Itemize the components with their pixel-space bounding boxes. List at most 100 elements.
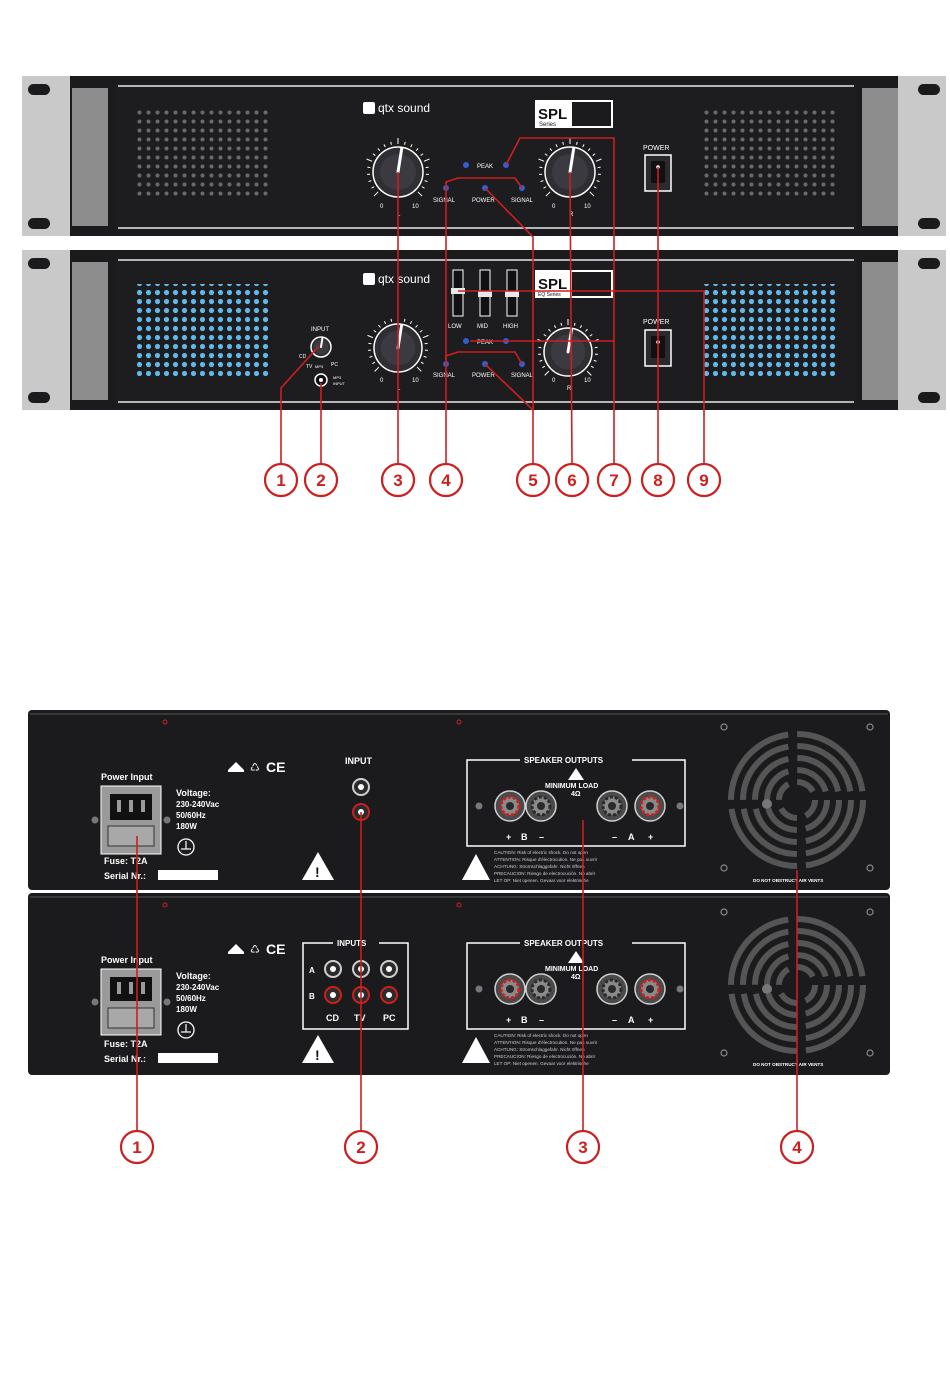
caution-text: LET OP: Niet openen. Gevaar voor elektri… (494, 1061, 589, 1066)
callout-3: 3 (380, 462, 416, 498)
callout-4: 4 (779, 1129, 815, 1165)
input-selector-knob[interactable] (310, 336, 332, 358)
voltage-label: Voltage: (176, 971, 211, 981)
svg-text:7: 7 (609, 471, 618, 490)
rack-hole (28, 218, 50, 229)
peak-led-icon (463, 162, 469, 168)
ce-mark: CE (266, 941, 285, 957)
svg-text:3: 3 (393, 471, 402, 490)
handle-right (862, 88, 898, 226)
svg-text:1: 1 (276, 471, 285, 490)
power-switch-label: POWER (643, 145, 669, 152)
caution-text: ACHTUNG: Stromschlaggefahr. Nicht öffnen (494, 1047, 585, 1052)
scale-min: 0 (380, 378, 384, 384)
serial-label: Serial Nr.: (104, 1054, 146, 1064)
warning-triangle-icon (302, 852, 334, 880)
eq-slider-high[interactable] (505, 269, 519, 317)
rack-hole (28, 392, 50, 403)
signal-label: SIGNAL (511, 198, 534, 204)
callout-9: 9 (686, 462, 722, 498)
recycle-house-icon (228, 762, 244, 772)
callout-4: 4 (428, 462, 464, 498)
ground-icon (177, 1021, 195, 1039)
vent-right (702, 110, 837, 200)
svg-text:2: 2 (316, 471, 325, 490)
warning-triangle-icon (302, 1035, 334, 1063)
handle-right (862, 262, 898, 400)
speaker-outputs-label: SPEAKER OUTPUTS (524, 756, 604, 765)
eq-slider-mid[interactable] (478, 269, 492, 317)
terminal-plus: + (648, 1015, 653, 1025)
terminal-minus: – (612, 1015, 617, 1025)
fuse-holder-icon[interactable] (107, 1007, 155, 1029)
terminal-a: A (628, 832, 635, 842)
channel-label-l: L (397, 386, 401, 392)
callout-1: 1 (263, 462, 299, 498)
serial-field (158, 870, 218, 880)
fuse-holder-icon[interactable] (107, 825, 155, 847)
scale-min: 0 (552, 378, 556, 384)
rack-hole (28, 84, 50, 95)
rack-hole (918, 218, 940, 229)
caution-text: ACHTUNG: Stromschlaggefahr. Nicht öffnen (494, 864, 585, 869)
handle-left (72, 262, 108, 400)
minimum-load-label: MINIMUM LOAD (545, 966, 598, 973)
rack-ear-left (22, 76, 70, 236)
svg-text:1: 1 (132, 1138, 141, 1157)
voltage-value: 230-240Vac (176, 983, 220, 992)
callout-3: 3 (565, 1129, 601, 1165)
front-callouts: 1 2 3 4 5 6 7 8 9 (263, 462, 722, 498)
voltage-label: Voltage: (176, 788, 211, 798)
svg-text:9: 9 (699, 471, 708, 490)
serial-label: Serial Nr.: (104, 871, 146, 881)
ohms-label: 4Ω (571, 791, 581, 798)
brand-logo: qtx sound (378, 272, 430, 286)
scale-max: 10 (412, 378, 419, 384)
scale-min: 0 (552, 204, 556, 210)
callout-1: 1 (119, 1129, 155, 1165)
row-b-label: B (309, 992, 315, 1001)
pc-label: PC (331, 362, 338, 368)
series-name: SPL (538, 276, 567, 293)
signal-label: SIGNAL (511, 373, 534, 379)
eq-high-label: HIGH (503, 324, 518, 330)
caution-text: PRECAUCION: Riesgo de electrocución. No … (494, 1054, 596, 1059)
shock-warning-icon (462, 854, 490, 880)
callout-5: 5 (515, 462, 551, 498)
shock-warning-icon (568, 951, 584, 963)
channel-label-l: L (397, 212, 401, 218)
shock-warning-icon (462, 1037, 490, 1063)
ground-icon (177, 838, 195, 856)
scale-max: 10 (584, 204, 591, 210)
caution-text: LET OP: Niet openen. Gevaar voor elektri… (494, 878, 589, 883)
peak-label: PEAK (477, 340, 493, 346)
front-unit-2: qtx sound SPL EQ Series INPUT CD TV MP3 … (22, 250, 946, 410)
fuse-label: Fuse: T2A (104, 1039, 148, 1049)
pc-input-label: PC (383, 1013, 396, 1023)
voltage-value: 230-240Vac (176, 800, 220, 809)
rack-hole (918, 84, 940, 95)
caution-text: CAUTION: Risk of electric shock. Do not … (494, 1033, 588, 1038)
eq-slider-low[interactable] (451, 269, 465, 317)
knob-right[interactable] (537, 319, 599, 377)
recycle-house-icon (228, 944, 244, 954)
channel-label-r: R (569, 212, 574, 218)
series-sub: EQ Series (538, 292, 561, 298)
rack-ear-right (898, 250, 946, 410)
callout-7: 7 (596, 462, 632, 498)
cd-input-label: CD (326, 1013, 339, 1023)
mp3-input-label: MP3 (333, 375, 342, 380)
vent-left-blue (135, 284, 270, 376)
callout-6: 6 (554, 462, 590, 498)
weee-icon: ♺ (250, 762, 260, 774)
shock-warning-icon (568, 768, 584, 780)
svg-text:8: 8 (653, 471, 662, 490)
power-input-label: Power Input (101, 772, 153, 782)
rca-jack-icon[interactable] (352, 778, 370, 796)
channel-label-r: R (567, 386, 572, 392)
brand-logo-icon (363, 273, 375, 285)
inputs-label: INPUTS (337, 939, 367, 948)
power-switch-label: POWER (643, 319, 669, 326)
tv-label: TV (306, 364, 313, 370)
